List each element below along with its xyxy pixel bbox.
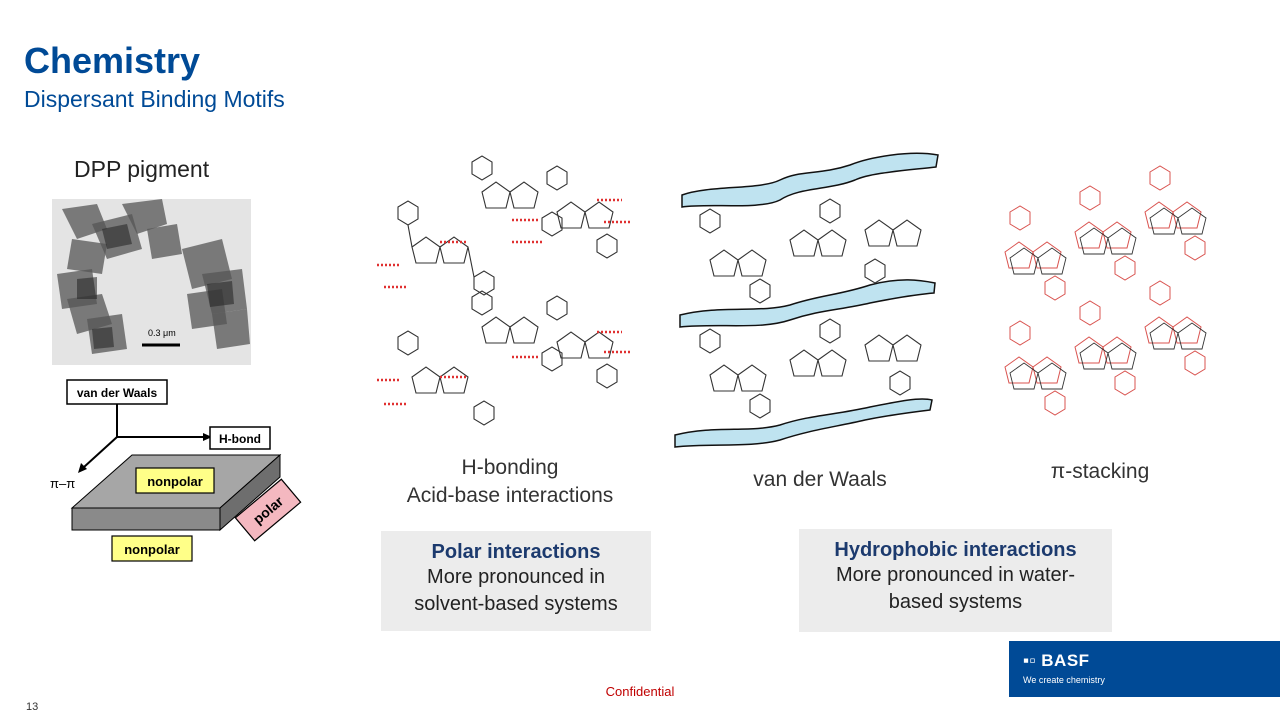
face-front-label: nonpolar: [124, 542, 180, 557]
svg-text:0.3 μm: 0.3 μm: [148, 328, 176, 338]
pi-stacking-caption: π-stacking: [1050, 460, 1150, 483]
hydrophobic-interactions-box: Hydrophobic interactions More pronounced…: [799, 529, 1112, 632]
hydrophobic-box-title: Hydrophobic interactions: [834, 539, 1077, 561]
polar-interactions-box: Polar interactions More pronounced in so…: [381, 531, 651, 631]
polar-box-title: Polar interactions: [431, 541, 601, 563]
basf-logo: ▪▫ BASF: [1023, 651, 1090, 670]
slide-title: Chemistry: [24, 40, 201, 81]
hbonding-caption: H-bonding Acid-base interactions: [406, 456, 614, 507]
page-number: 13: [26, 701, 39, 713]
slide-subtitle: Dispersant Binding Motifs: [24, 86, 285, 112]
tem-micrograph: 0.3 μm: [52, 199, 251, 365]
pigment-face-diagram: van der Waals H-bond π–π nonpolar nonpol…: [50, 379, 302, 562]
axis-label-hbond: H-bond: [219, 432, 261, 446]
basf-tagline: We create chemistry: [1023, 675, 1105, 685]
vdw-caption: van der Waals: [753, 468, 887, 491]
confidential-label: Confidential: [605, 684, 675, 699]
hbonding-structure-figure: [377, 155, 630, 426]
dpp-pigment-label: DPP pigment: [74, 156, 210, 182]
axis-label-pi: π–π: [50, 476, 75, 491]
basf-logo-banner: ▪▫ BASF We create chemistry: [1009, 641, 1280, 697]
pi-stacking-figure: [1004, 165, 1207, 416]
basf-logo-icon: ▪▫: [1023, 651, 1042, 670]
face-top-label: nonpolar: [147, 474, 203, 489]
axis-label-vdw: van der Waals: [77, 386, 158, 400]
vdw-structure-figure: [674, 152, 939, 448]
